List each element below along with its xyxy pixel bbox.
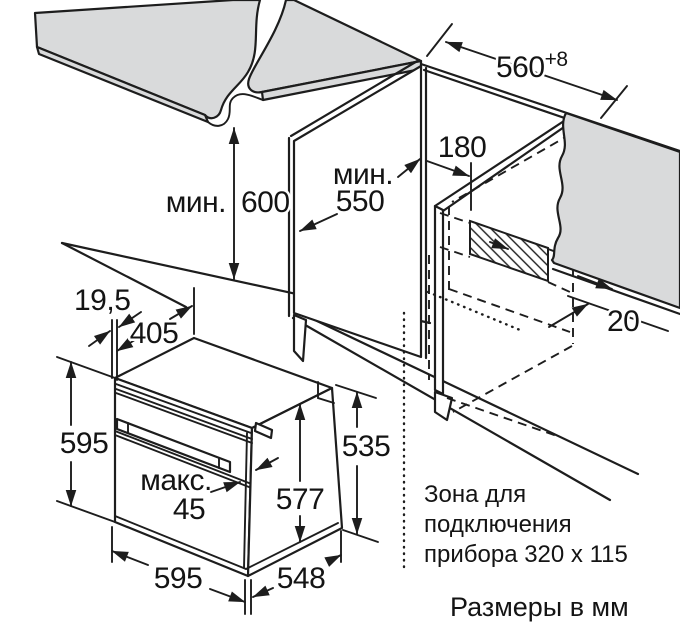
- niche-hidden-edges: [426, 133, 574, 438]
- door-max-label: 45: [173, 493, 205, 526]
- units-note: Размеры в мм: [450, 592, 629, 622]
- dim-min-depth: мин. 550: [299, 156, 396, 232]
- niche-right-panel-foot: [433, 390, 454, 422]
- oven-back-height-label: 577: [276, 483, 325, 516]
- cabinet-foot: [292, 313, 308, 363]
- dim-min-height: мин. 600: [163, 127, 293, 280]
- oven-front-height-label: 595: [60, 427, 109, 460]
- connection-zone: [469, 219, 549, 283]
- dim-oven-side-height: 535: [335, 384, 393, 543]
- min-height-label: 600: [241, 186, 290, 219]
- oven-side-grip-slot: [253, 421, 274, 440]
- connection-zone-note-line2: подключения: [424, 511, 572, 538]
- back-wall-panel: [550, 111, 680, 332]
- dim-oven-top-depth: 405: [116, 287, 195, 353]
- tall-cabinet: [287, 58, 640, 502]
- door-max-prefix: макс.: [140, 464, 212, 497]
- niche-width-label: 560+8: [496, 48, 568, 84]
- oven: [113, 336, 344, 578]
- dim-oven-width: 595: [111, 526, 246, 615]
- countertop-break-squiggle: [207, 93, 264, 127]
- oven-side-height-label: 535: [342, 430, 391, 463]
- dim-niche-width: 560+8: [426, 23, 628, 119]
- oven-door-handle: [115, 417, 232, 474]
- oven-width-label: 595: [154, 562, 203, 595]
- cabinet-side-panel: [292, 64, 423, 359]
- dim-front-gap: 180: [397, 129, 489, 211]
- dim-rear-gap: 20: [548, 275, 642, 341]
- connection-zone-note-line1: Зона для: [424, 481, 526, 508]
- connection-zone-note: Зона для подключения прибора 320 x 115: [424, 481, 628, 568]
- front-gap-label: 180: [438, 131, 487, 164]
- connection-zone-note-line3: прибора 320 x 115: [424, 541, 628, 568]
- dim-oven-back-height: 577: [273, 403, 327, 543]
- connection-zone-hatch: [469, 219, 549, 283]
- min-depth-prefix: мин.: [333, 158, 393, 191]
- dim-door-max: макс. 45: [138, 457, 279, 529]
- countertop-left-surface: [33, 0, 262, 120]
- min-height-prefix: мин.: [166, 186, 226, 219]
- min-depth-label: 550: [336, 185, 385, 218]
- niche-right-panel: [433, 204, 445, 396]
- rear-gap-label: 20: [607, 305, 639, 338]
- oven-top-depth-label: 405: [130, 317, 179, 350]
- back-wall-surface: [550, 111, 680, 310]
- dim-oven-front-height: 595: [56, 356, 116, 523]
- countertop: [33, 0, 423, 127]
- dim-oven-front-offset: 19,5: [72, 282, 142, 381]
- oven-front-offset-label: 19,5: [74, 284, 130, 317]
- dim-oven-depth: 548: [250, 530, 342, 615]
- oven-depth-label: 548: [277, 562, 326, 595]
